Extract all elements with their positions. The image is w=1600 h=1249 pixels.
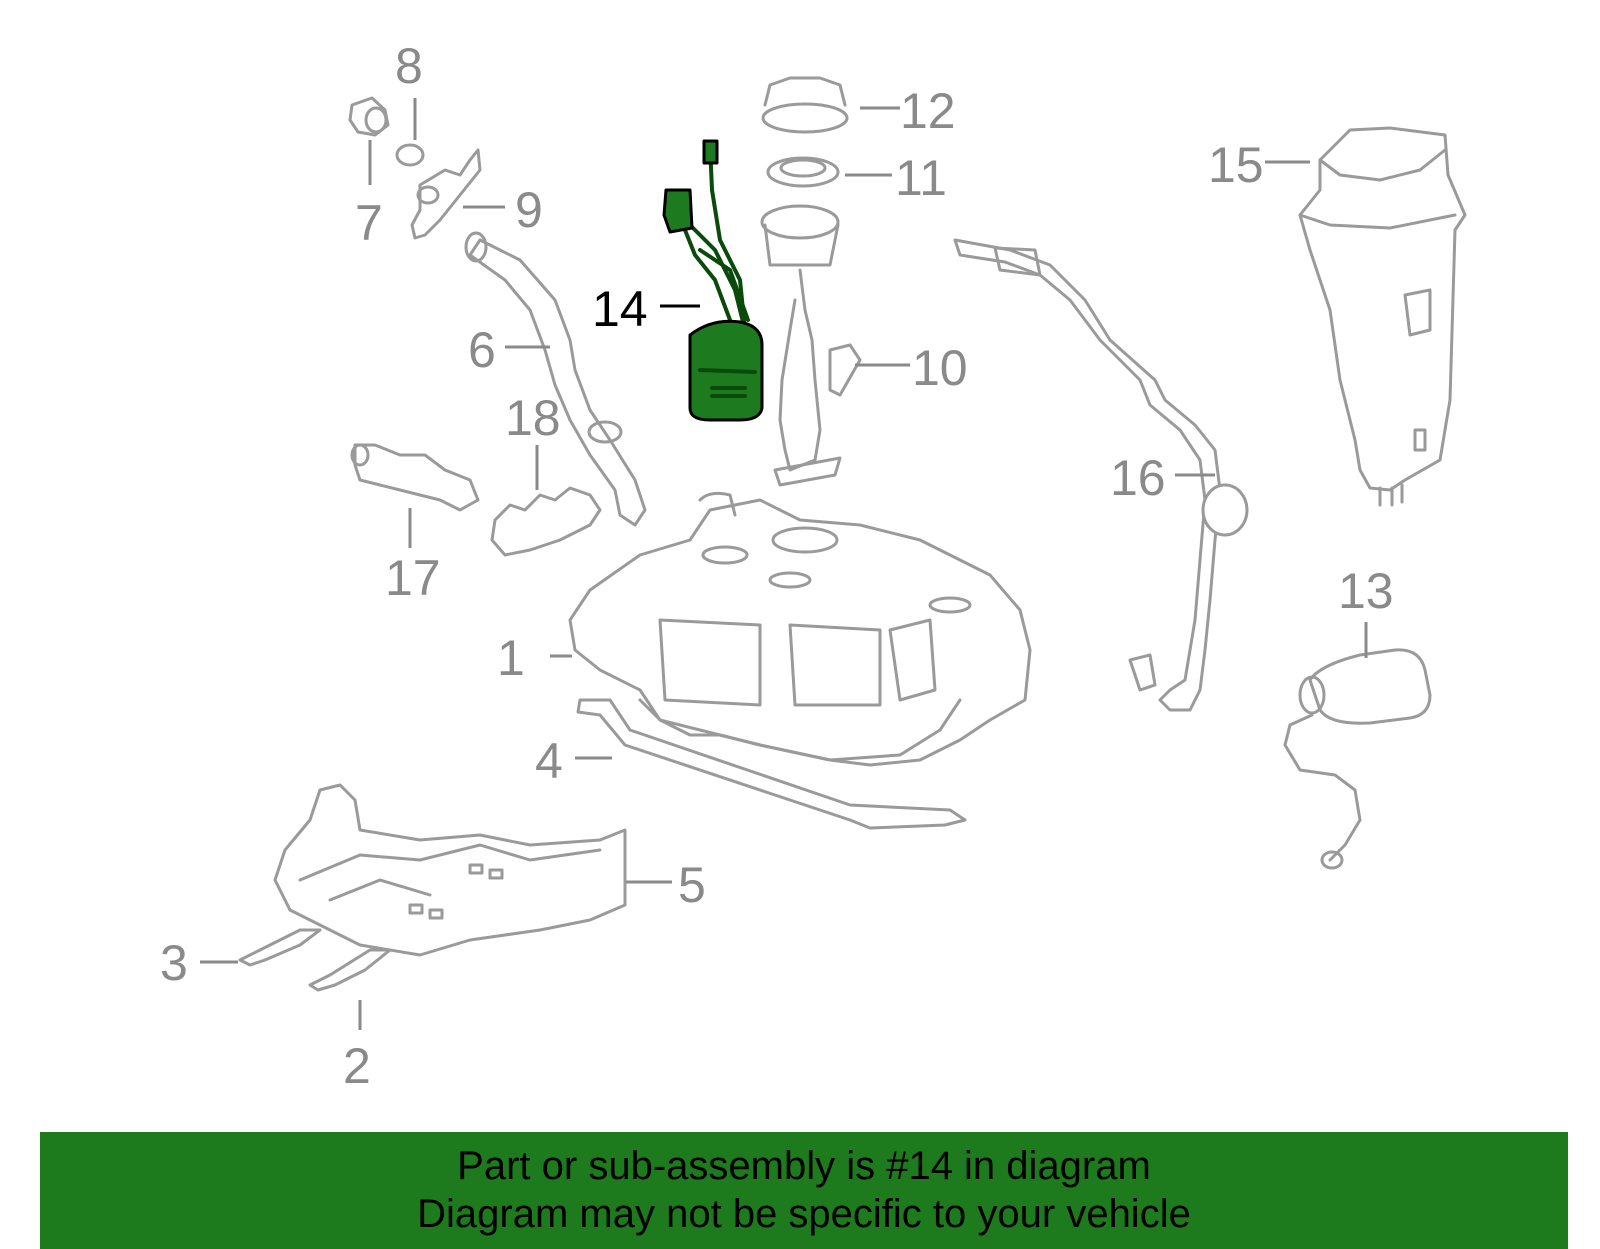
part-11-seal [766, 156, 840, 188]
label-6: 6 [468, 322, 496, 378]
part-6-filler-hose [464, 231, 647, 527]
part-10-sending-unit [760, 204, 862, 487]
label-8: 8 [395, 38, 423, 94]
part-1-fuel-tank [568, 491, 1032, 767]
label-arrows [200, 98, 1368, 1030]
part-labels: 1 2 3 4 5 6 7 8 9 10 11 12 13 14 15 16 1… [160, 38, 1394, 1094]
label-14: 14 [592, 281, 648, 337]
part-7-grommet [348, 96, 390, 137]
label-13: 13 [1338, 563, 1394, 619]
parts-diagram: 1 2 3 4 5 6 7 8 9 10 11 12 13 14 15 16 1… [160, 38, 1467, 1094]
part-2-bracket [308, 948, 392, 992]
part-17-valve [350, 443, 480, 512]
info-banner: Part or sub-assembly is #14 in diagram D… [40, 1132, 1568, 1249]
part-4-tank-strap [576, 698, 967, 830]
banner-line-1: Part or sub-assembly is #14 in diagram [457, 1144, 1151, 1188]
part-12-lock-ring [761, 76, 849, 134]
label-9: 9 [515, 182, 543, 238]
label-3: 3 [160, 935, 188, 991]
label-4: 4 [535, 733, 563, 789]
part-3-bracket [238, 928, 322, 967]
label-15: 15 [1208, 137, 1264, 193]
part-9-valve [410, 148, 482, 240]
label-7: 7 [355, 195, 383, 251]
label-10: 10 [912, 340, 968, 396]
label-16: 16 [1110, 450, 1166, 506]
label-1: 1 [497, 630, 525, 686]
label-12: 12 [900, 83, 956, 139]
part-13-filter [1283, 648, 1432, 870]
label-11: 11 [895, 150, 947, 206]
label-5: 5 [678, 857, 706, 913]
part-18-bracket [490, 486, 602, 557]
part-14-fuel-pump [662, 139, 764, 422]
label-2: 2 [343, 1038, 371, 1094]
part-5-shield [273, 783, 627, 957]
part-16-vent-line [953, 238, 1249, 712]
part-8-seal [395, 143, 425, 167]
part-15-canister [1298, 126, 1467, 507]
banner-line-2: Diagram may not be specific to your vehi… [417, 1192, 1191, 1236]
label-18: 18 [505, 390, 561, 446]
label-17: 17 [385, 550, 441, 606]
